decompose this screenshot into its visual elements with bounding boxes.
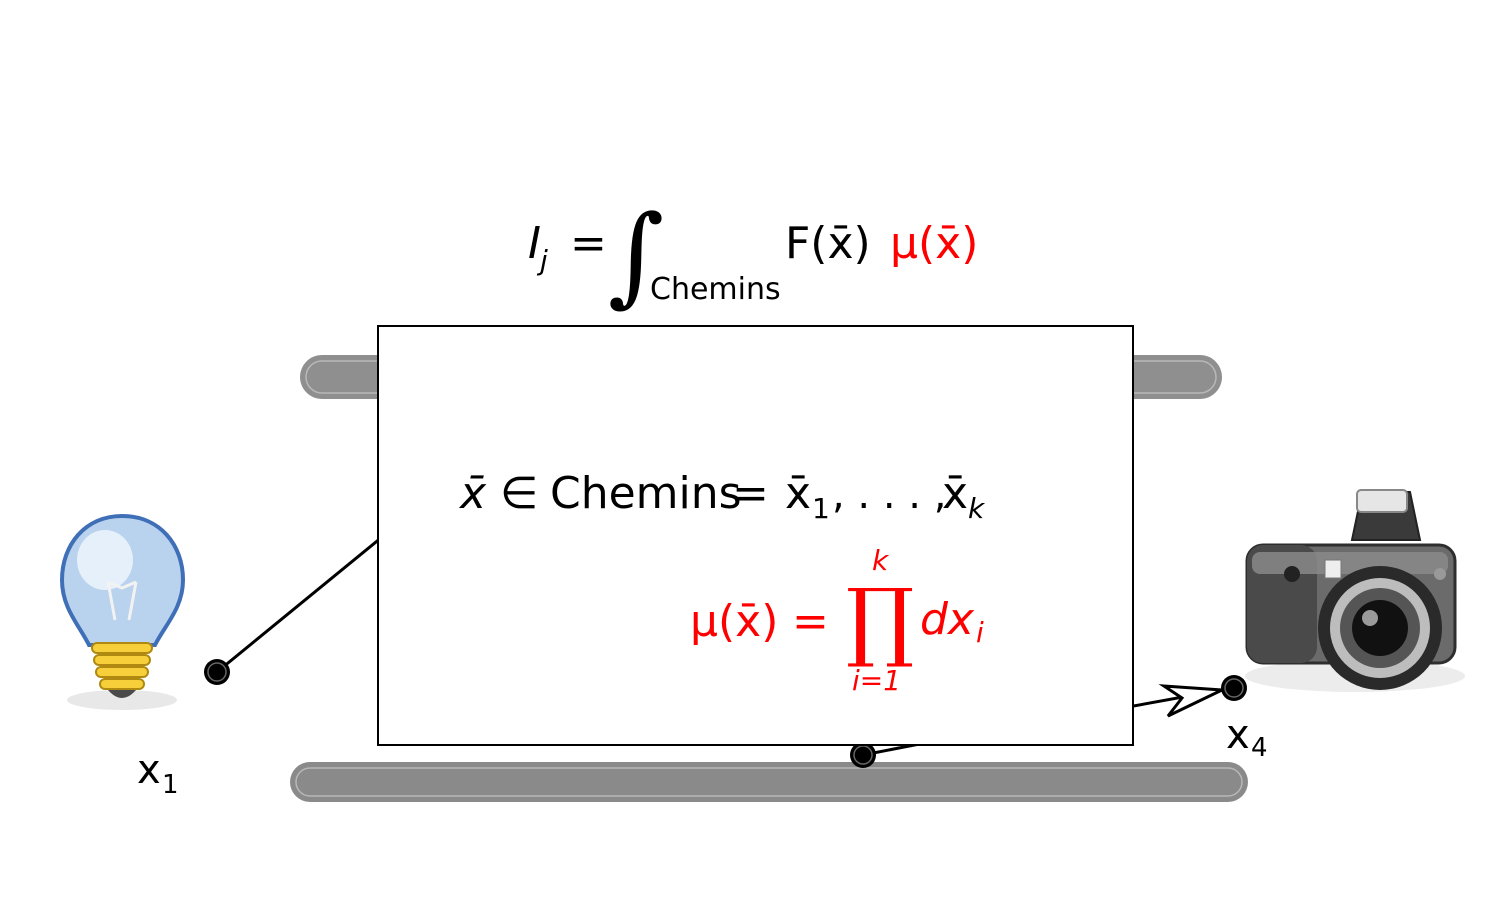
label-x1-main: x bbox=[137, 747, 161, 793]
measure-lower: i=1 bbox=[852, 664, 901, 697]
path-last-sub: k bbox=[968, 492, 986, 525]
path-arrowhead bbox=[1158, 684, 1228, 718]
measure-prod: ∏ bbox=[846, 571, 914, 671]
camera-icon bbox=[1245, 489, 1465, 692]
path-segment-1 bbox=[216, 535, 383, 674]
path-last: x̄ bbox=[942, 468, 968, 519]
vertex-x1-dot bbox=[204, 659, 230, 685]
top-formula: I j = ∫ Chemins F(x̄) μ(x̄) bbox=[528, 193, 978, 318]
top-formula-equals: = bbox=[570, 218, 607, 269]
path-in: ∈ bbox=[500, 468, 538, 519]
top-formula-lhs: I bbox=[528, 218, 541, 269]
light-bulb-icon bbox=[59, 513, 186, 710]
vertex-x4-dot bbox=[1221, 675, 1247, 701]
measure-upper: k bbox=[872, 544, 890, 577]
path-set: Chemins bbox=[550, 468, 742, 519]
path-dots: , . . . , bbox=[832, 472, 946, 518]
top-formula-integrand: F(x̄) bbox=[785, 218, 871, 269]
measure-eq: = bbox=[792, 596, 829, 647]
label-x4: x 4 bbox=[1226, 712, 1268, 763]
label-x1: x 1 bbox=[137, 747, 179, 800]
path-first-sub: 1 bbox=[812, 492, 830, 525]
path-var: x̄ bbox=[458, 468, 487, 519]
label-x1-sub: 1 bbox=[162, 770, 179, 800]
label-x4-sub: 4 bbox=[1251, 733, 1268, 763]
top-formula-measure: μ(x̄) bbox=[890, 218, 978, 269]
top-formula-integral: ∫ bbox=[608, 193, 664, 318]
top-formula-domain: Chemins bbox=[650, 272, 781, 307]
path-definition: x̄ ∈ Chemins = x̄ 1 , . . . , x̄ k bbox=[458, 468, 986, 525]
measure-term: dx bbox=[920, 594, 975, 645]
measure-term-sub: i bbox=[976, 616, 984, 649]
label-x4-main: x bbox=[1226, 712, 1250, 758]
path-eq: = bbox=[732, 468, 769, 519]
measure-lhs: μ(x̄) bbox=[690, 596, 778, 647]
floor-rail bbox=[290, 762, 1248, 802]
path-first: x̄ bbox=[785, 468, 811, 519]
measure-definition: μ(x̄) = k ∏ i=1 dx i bbox=[690, 544, 984, 697]
formula-box bbox=[377, 325, 1134, 746]
